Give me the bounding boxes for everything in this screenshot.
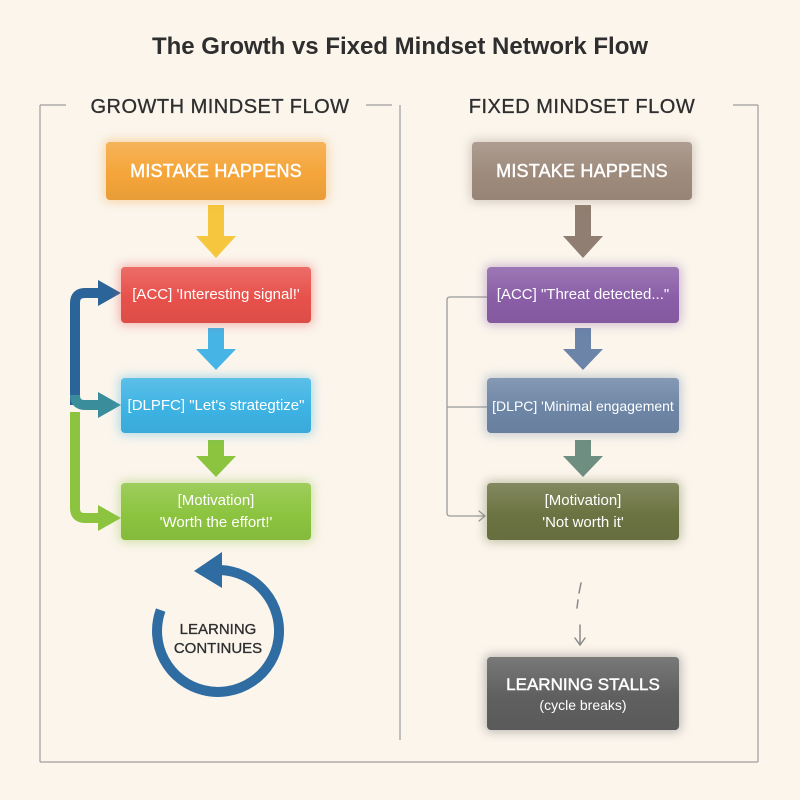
fixed-arrow-acc-to-dlpc <box>563 328 603 370</box>
panel-frame <box>39 104 759 763</box>
stall-arrowhead-icon <box>574 637 586 646</box>
fixed-motivation-title: [Motivation] <box>544 491 622 509</box>
growth-feedback-to-acc-head <box>98 280 121 306</box>
growth-acc-box: [ACC] 'Interesting signal!' <box>121 267 311 323</box>
growth-feedback-to-motivation-head <box>98 505 121 531</box>
growth-feedback-to-acc <box>70 288 100 405</box>
cycle-breaks-label: (cycle breaks) <box>539 696 627 713</box>
fixed-mistake-label: MISTAKE HAPPENS <box>496 161 668 181</box>
growth-feedback-to-motivation <box>70 412 100 523</box>
growth-feedback-to-dlpfc <box>70 394 100 410</box>
stall-dashed-arrow <box>574 582 586 646</box>
fixed-dlpc-box: [DLPC] 'Minimal engagement <box>487 378 679 433</box>
learning-stalls-label: LEARNING STALLS <box>506 674 660 694</box>
growth-motivation-quote: 'Worth the effort!' <box>159 513 273 531</box>
growth-arrow-acc-to-dlpfc <box>196 328 236 370</box>
growth-mistake-label: MISTAKE HAPPENS <box>130 161 302 181</box>
fixed-feedback-arrowhead-icon <box>478 510 486 522</box>
learning-loop-arc <box>152 565 284 697</box>
growth-motivation-box: [Motivation] 'Worth the effort!' <box>121 483 311 540</box>
fixed-dlpc-label: [DLPC] 'Minimal engagement <box>492 397 674 414</box>
fixed-heading: FIXED MINDSET FLOW <box>468 96 696 118</box>
stall-dash-2 <box>576 599 579 609</box>
stall-dash-1 <box>578 582 582 594</box>
fixed-acc-label: [ACC] "Threat detected..." <box>496 286 670 303</box>
fixed-arrow-dlpc-to-motivation <box>563 440 603 477</box>
fixed-acc-box: [ACC] "Threat detected..." <box>487 267 679 323</box>
loop-line-1: LEARNING <box>179 621 257 638</box>
growth-arrow-dlpfc-to-motivation <box>196 440 236 477</box>
diagram-title: The Growth vs Fixed Mindset Network Flow <box>151 33 649 60</box>
fixed-arrow-mistake-to-acc <box>563 205 603 258</box>
fixed-mistake-box: MISTAKE HAPPENS <box>472 142 692 200</box>
learning-stalls-box: LEARNING STALLS (cycle breaks) <box>487 657 679 730</box>
growth-motivation-title: [Motivation] <box>177 491 255 509</box>
growth-feedback-to-dlpfc-head <box>98 392 121 418</box>
loop-line-2: CONTINUES <box>173 640 263 657</box>
fixed-motivation-box: [Motivation] 'Not worth it' <box>487 483 679 540</box>
fixed-motivation-quote: 'Not worth it' <box>542 513 624 531</box>
growth-dlpfc-box: [DLPFC] "Let's strategtize" <box>121 378 311 433</box>
growth-mistake-box: MISTAKE HAPPENS <box>106 142 326 200</box>
growth-arrow-mistake-to-acc <box>196 205 236 258</box>
growth-dlpfc-label: [DLPFC] "Let's strategtize" <box>127 396 305 414</box>
learning-continues-label: LEARNING CONTINUES <box>148 620 288 658</box>
learning-loop-arrowhead-icon <box>194 552 222 588</box>
growth-heading: GROWTH MINDSET FLOW <box>90 96 350 118</box>
growth-acc-label: [ACC] 'Interesting signal!' <box>132 286 300 303</box>
